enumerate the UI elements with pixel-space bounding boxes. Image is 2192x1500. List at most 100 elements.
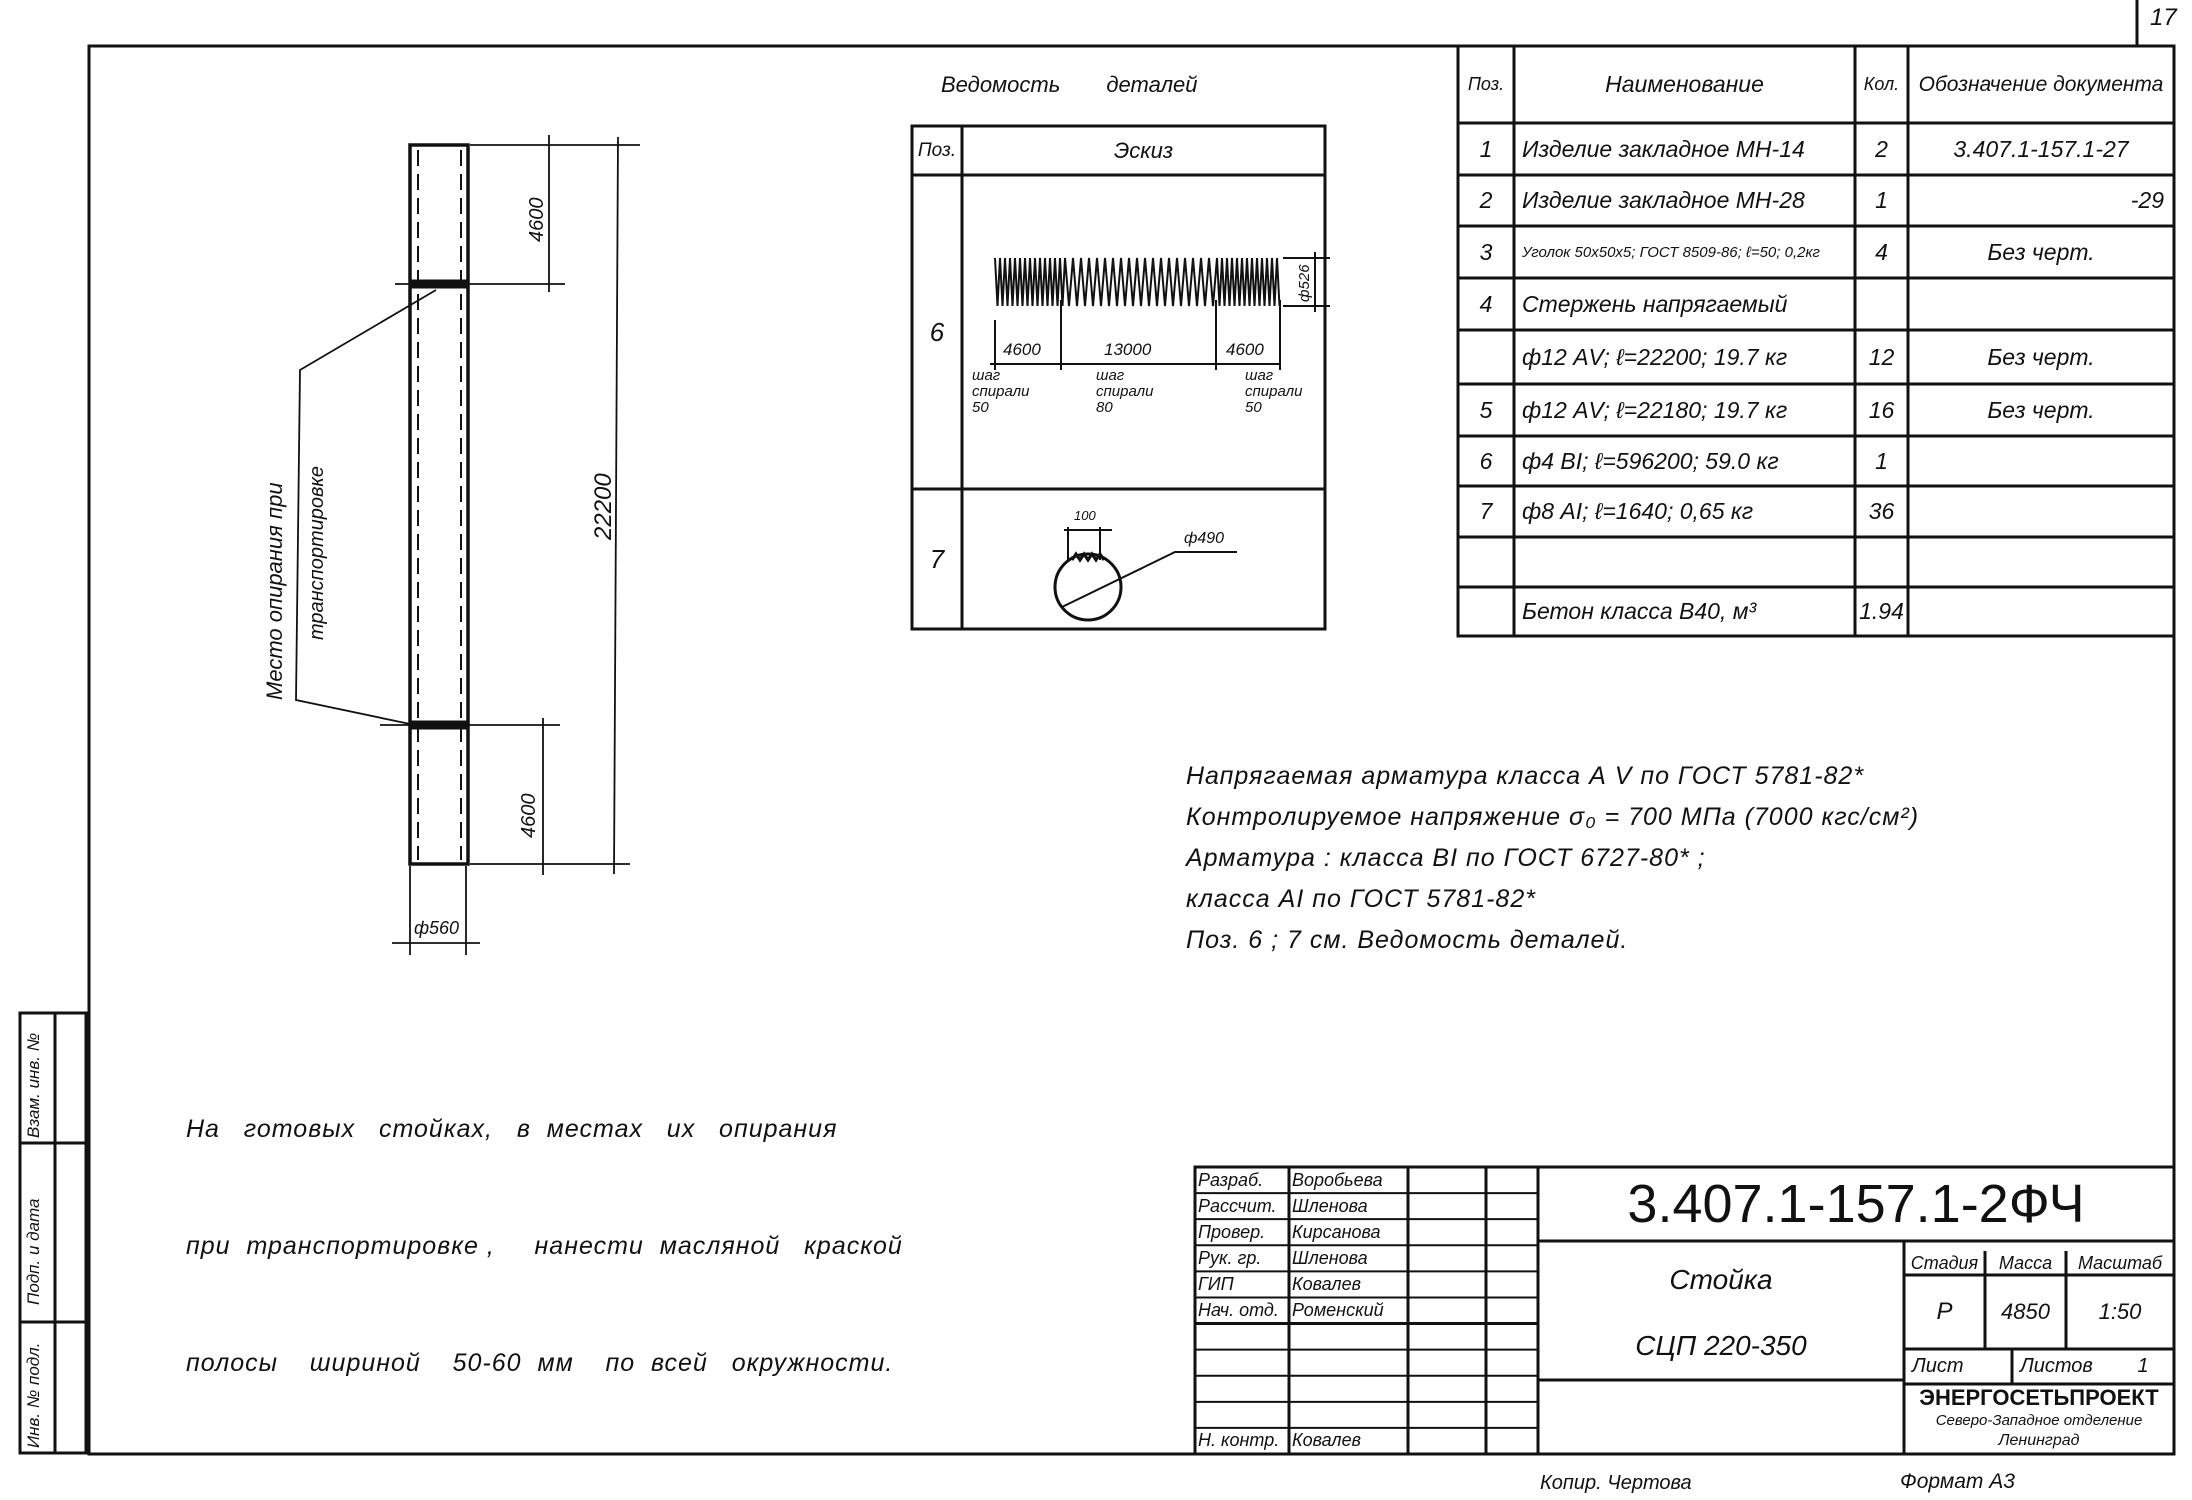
signature-role: Разраб. xyxy=(1198,1169,1264,1190)
spec-document: Без черт. xyxy=(1987,396,2095,423)
spiral-dim-end-left: 4600 xyxy=(1003,340,1041,359)
signature-name: Ковалев xyxy=(1292,1273,1361,1294)
spec-header-name: Наименование xyxy=(1605,71,1764,97)
technical-notes: Напрягаемая арматура класса А V по ГОСТ … xyxy=(1186,756,1919,961)
spiral-dim-end-right: 4600 xyxy=(1226,340,1264,359)
mass-value: 4850 xyxy=(2001,1299,2050,1324)
dim-total-22200: 22200 xyxy=(590,473,617,540)
paper-format: Формат А3 xyxy=(1900,1470,2015,1493)
pitch-label: спирали xyxy=(972,383,1030,400)
stage-value: Р xyxy=(1936,1298,1953,1325)
signature-role xyxy=(1195,1376,1289,1402)
spec-document xyxy=(1908,436,2174,486)
spec-pos: 2 xyxy=(1479,187,1493,213)
dim-diameter-560: ф560 xyxy=(414,918,460,938)
stage-label: Стадия xyxy=(1910,1252,1979,1273)
spec-document xyxy=(1908,278,2174,330)
dim-bottom-4600: 4600 xyxy=(518,793,540,839)
sheet-number: 17 xyxy=(2150,4,2177,31)
leader-note-line1: Место опирания при xyxy=(262,482,287,700)
spiral-dim-middle: 13000 xyxy=(1104,340,1152,359)
leader-note-line2: транспортировке xyxy=(306,466,328,640)
organization-city: Ленинград xyxy=(1998,1432,2080,1449)
margin-stamp-original-inv: Инв. № подл. xyxy=(24,1342,43,1449)
spec-qty: 16 xyxy=(1868,396,1895,423)
spec-pos xyxy=(1458,330,1514,384)
margin-stamp-signature-date: Подп. и дата xyxy=(24,1198,43,1305)
spec-qty: 1.94 xyxy=(1859,598,1904,624)
signature-name xyxy=(1289,1402,1408,1428)
signature-name xyxy=(1289,1350,1408,1376)
transport-notes: На готовых стойках, в местах их опирания… xyxy=(186,1032,903,1461)
spiral-pitch-note-middle: шаг спирали 80 xyxy=(1096,368,1153,416)
spec-header-pos: Поз. xyxy=(1467,74,1505,94)
stirrup-width: 100 xyxy=(1074,508,1096,523)
signature-role xyxy=(1195,1324,1289,1350)
spec-name: Стержень напрягаемый xyxy=(1522,290,1788,317)
pitch-label: шаг xyxy=(1096,367,1125,384)
spec-document: 3.407.1-157.1-27 xyxy=(1953,135,2129,162)
spec-qty: 1 xyxy=(1875,187,1888,213)
sheets-label: Листов xyxy=(2020,1355,2093,1377)
note-line: при транспортировке , нанести масляной к… xyxy=(186,1232,903,1260)
signature-name: Ковалев xyxy=(1292,1430,1361,1451)
signature-name xyxy=(1289,1376,1408,1402)
note-line: полосы шириной 50-60 мм по всей окружнос… xyxy=(186,1349,894,1377)
spiral-sketch xyxy=(994,257,1281,307)
spec-name xyxy=(1514,537,1855,587)
spec-qty: 1 xyxy=(1875,447,1888,474)
copied-by: Копир. Чертова xyxy=(1540,1472,1692,1494)
spec-name: ф12 АV; ℓ=22200; 19.7 кг xyxy=(1522,343,1788,370)
note-line: Поз. 6 ; 7 см. Ведомость деталей. xyxy=(1186,926,1629,954)
note-line: На готовых стойках, в местах их опирания xyxy=(186,1115,838,1143)
spiral-pitch-note-left: шаг спирали 50 xyxy=(972,368,1029,416)
signature-name: Роменский xyxy=(1292,1299,1384,1320)
stirrup-diameter: ф490 xyxy=(1184,530,1225,547)
details-pos-6: 6 xyxy=(929,316,945,347)
spec-pos xyxy=(1458,587,1514,636)
sheet-label: Лист xyxy=(1912,1355,1964,1377)
spec-pos xyxy=(1458,537,1514,587)
signature-name: Воробьева xyxy=(1292,1169,1383,1190)
spec-qty: 36 xyxy=(1868,498,1895,524)
details-pos-7: 7 xyxy=(929,543,945,574)
margin-stamp-replaced-inv: Взам. инв. № xyxy=(24,1032,43,1138)
note-line: Напрягаемая арматура класса А V по ГОСТ … xyxy=(1186,762,1865,790)
detail-sketches xyxy=(990,252,1330,622)
pitch-label: спирали xyxy=(1096,383,1154,400)
pitch-value: 50 xyxy=(972,399,989,416)
signature-role: Рук. гр. xyxy=(1198,1247,1262,1268)
spec-name: Изделие закладное МН-14 xyxy=(1522,135,1805,162)
product-code: СЦП 220-350 xyxy=(1635,1330,1807,1361)
spec-pos: 1 xyxy=(1479,135,1493,162)
signature-role: Провер. xyxy=(1198,1221,1266,1242)
column-elevation xyxy=(295,135,640,955)
details-table-grid xyxy=(910,124,1327,631)
pitch-label: спирали xyxy=(1245,383,1303,400)
spec-document xyxy=(1908,537,2174,587)
note-line: Контролируемое напряжение σ₀ = 700 МПа (… xyxy=(1186,803,1920,831)
drawing-name: Стойка xyxy=(1669,1264,1773,1295)
signature-role xyxy=(1195,1350,1289,1376)
title-block-grid xyxy=(1193,1165,2176,1456)
note-line: класса АI по ГОСТ 5781-82* xyxy=(1186,885,1536,913)
spec-name: ф8 АI; ℓ=1640; 0,65 кг xyxy=(1522,498,1754,524)
signature-role: Рассчит. xyxy=(1198,1195,1277,1216)
signature-role: Нач. отд. xyxy=(1198,1299,1279,1320)
spec-qty: 12 xyxy=(1868,343,1895,370)
spec-pos: 6 xyxy=(1479,447,1493,474)
spec-document: Без черт. xyxy=(1987,238,2095,265)
document-designation: 3.407.1-157.1-2ФЧ xyxy=(1627,1174,2085,1234)
spec-document: Без черт. xyxy=(1987,343,2095,370)
margin-stamp-frame xyxy=(18,1011,88,1455)
spec-name: Уголок 50х50х5; ГОСТ 8509-86; ℓ=50; 0,2к… xyxy=(1522,243,1820,261)
pitch-value: 80 xyxy=(1096,399,1113,416)
spec-pos: 5 xyxy=(1479,396,1493,423)
sheets-count: 1 xyxy=(2137,1355,2149,1377)
spec-pos: 4 xyxy=(1479,290,1493,317)
organization-branch: Северо-Западное отделение xyxy=(1935,1412,2143,1429)
sheet-frame xyxy=(87,44,2176,1456)
pitch-label: шаг xyxy=(972,367,1001,384)
spec-qty xyxy=(1855,278,1908,330)
